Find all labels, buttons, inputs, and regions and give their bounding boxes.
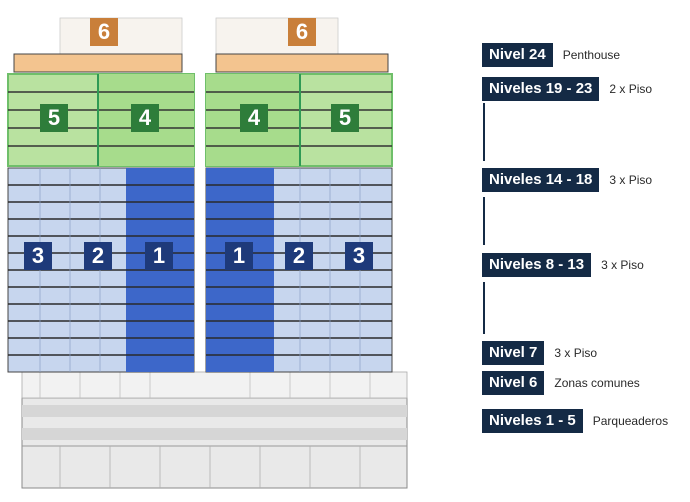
legend-level-label: Nivel 7 — [482, 341, 545, 365]
left-unit-5-badge: 5 — [40, 104, 68, 132]
right-unit-3-badge: 3 — [345, 242, 373, 270]
legend-level-label: Nivel 6 — [482, 371, 545, 395]
legend-level-label: Niveles 14 - 18 — [482, 168, 600, 192]
legend-level-desc: 3 x Piso — [601, 258, 644, 272]
legend-row-nivel-24: Nivel 24 Penthouse — [482, 43, 620, 67]
legend-level-desc: Zonas comunes — [554, 376, 640, 390]
legend-row-nivel-6: Nivel 6 Zonas comunes — [482, 371, 640, 395]
legend-row-niveles-8-13: Niveles 8 - 13 3 x Piso — [482, 253, 644, 277]
left-unit-2-badge: 2 — [84, 242, 112, 270]
left-unit-1-badge: 1 — [145, 242, 173, 270]
right-unit-2-badge: 2 — [285, 242, 313, 270]
legend-level-label: Niveles 8 - 13 — [482, 253, 592, 277]
legend-level-desc: 2 x Piso — [609, 82, 653, 96]
legend-row-niveles-14-18: Niveles 14 - 18 3 x Piso — [482, 168, 652, 192]
building-diagram — [7, 17, 408, 489]
legend-connector — [483, 282, 485, 334]
legend-level-desc: Penthouse — [562, 48, 621, 62]
parking-podium — [21, 371, 408, 489]
legend-level-label: Nivel 24 — [482, 43, 553, 67]
left-unit-6-badge: 6 — [90, 18, 118, 46]
legend-level-label: Niveles 1 - 5 — [482, 409, 583, 433]
right-unit-4-badge: 4 — [240, 104, 268, 132]
legend-row-nivel-7: Nivel 7 3 x Piso — [482, 341, 597, 365]
left-unit-4-badge: 4 — [131, 104, 159, 132]
right-unit-5-badge: 5 — [331, 104, 359, 132]
right-unit-6-badge: 6 — [288, 18, 316, 46]
legend-row-niveles-19-23: Niveles 19 - 23 2 x Piso — [482, 77, 652, 101]
legend-level-desc: Parqueaderos — [592, 414, 669, 428]
left-unit-3-badge: 3 — [24, 242, 52, 270]
legend-connector — [483, 197, 485, 245]
right-unit-1-badge: 1 — [225, 242, 253, 270]
right-tower — [205, 17, 393, 373]
left-tower — [7, 17, 195, 373]
legend-level-label: Niveles 19 - 23 — [482, 77, 600, 101]
legend-connector — [483, 103, 485, 161]
legend-level-desc: 3 x Piso — [554, 346, 598, 360]
legend-row-niveles-1-5: Niveles 1 - 5 Parqueaderos — [482, 409, 668, 433]
legend-level-desc: 3 x Piso — [609, 173, 653, 187]
